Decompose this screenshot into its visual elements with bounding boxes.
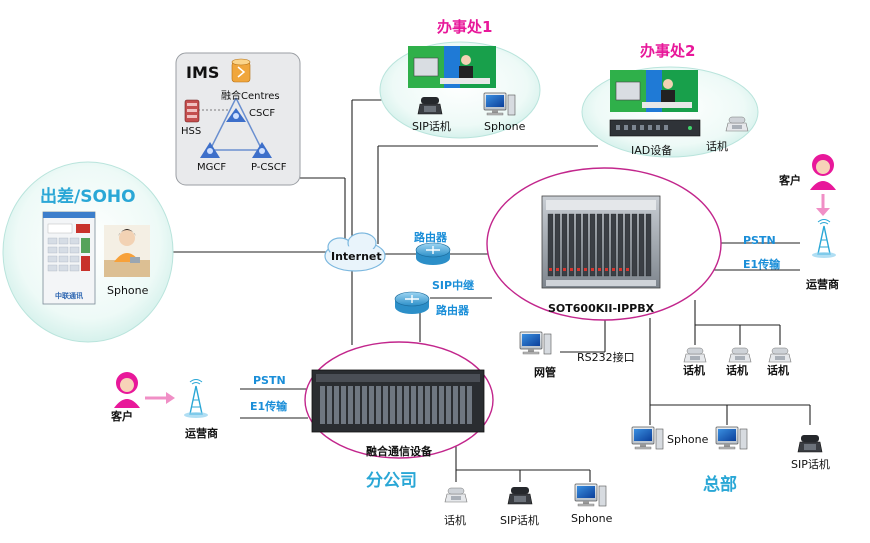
soho-app-window <box>42 211 96 305</box>
ippbx-label: SOT600KII-IPPBX <box>548 302 655 315</box>
ims-title: IMS <box>186 63 220 82</box>
hq-customer-icon <box>810 154 836 190</box>
ims-hss-label: HSS <box>181 126 202 137</box>
hq-phone-label-1: 话机 <box>683 364 705 377</box>
soho-sphone-label: Sphone <box>107 284 149 297</box>
ims-network-shapes <box>198 97 272 158</box>
soho-title: 出差/SOHO <box>40 187 136 207</box>
office1-title: 办事处1 <box>437 18 493 36</box>
ims-cscf-label: CSCF <box>249 108 276 119</box>
hq-customer-label: 客户 <box>779 174 801 187</box>
branch-customer-icon <box>114 372 140 408</box>
router1-label: 路由器 <box>414 231 447 244</box>
iad-device-icon <box>609 119 701 137</box>
hq-title: 总部 <box>703 475 737 495</box>
hq-sip-phone-label: SIP话机 <box>791 458 830 471</box>
connection-lines <box>170 99 811 482</box>
nms-label: 网管 <box>534 366 556 379</box>
ims-pcscf-label: P-CSCF <box>251 162 287 173</box>
sip-trunk-label: SIP中继 <box>432 279 475 292</box>
ims-centres-label: 融合Centres <box>221 91 280 102</box>
branch-sphone-pc-icon <box>574 483 607 507</box>
router2-label: 路由器 <box>436 304 469 317</box>
office2-workstation-photo <box>610 70 698 112</box>
centres-database-icon <box>231 58 251 83</box>
branch-title: 分公司 <box>366 471 417 491</box>
internet-label: Internet <box>331 250 382 263</box>
office1-sip-phone-icon <box>417 96 443 115</box>
office2-phone-label: 话机 <box>706 140 728 153</box>
branch-customer-label: 客户 <box>111 410 133 423</box>
hq-sip-phone-icon <box>797 434 823 453</box>
office1-workstation-photo <box>408 46 496 88</box>
branch-pstn-label: PSTN <box>253 374 286 387</box>
hq-phone-label-2: 话机 <box>726 364 748 377</box>
hq-e1-label: E1传输 <box>743 258 781 271</box>
hq-phone-label-3: 话机 <box>767 364 789 377</box>
office2-iad-label: IAD设备 <box>631 144 673 157</box>
router1-icon <box>415 242 451 265</box>
branch-carrier-label: 运营商 <box>185 427 218 440</box>
branch-device-label: 融合通信设备 <box>366 445 432 458</box>
branch-device-icon <box>311 369 485 433</box>
branch-carrier-tower-icon <box>183 378 209 419</box>
hq-sphone-label: Sphone <box>667 433 709 446</box>
nms-pc-icon <box>519 331 552 355</box>
soho-person-photo <box>104 225 150 277</box>
branch-e1-label: E1传输 <box>250 400 288 413</box>
branch-sip-phone-icon <box>507 486 533 505</box>
hq-phone-icon-2 <box>728 347 752 363</box>
ims-mgcf-label: MGCF <box>197 162 227 173</box>
router2-icon <box>394 291 430 314</box>
hq-carrier-label: 运营商 <box>806 278 839 291</box>
hq-phone-icon-1 <box>683 347 707 363</box>
soho-app-logo: 中联通讯 <box>55 292 83 300</box>
branch-phone-label: 话机 <box>444 514 466 527</box>
office1-sip-phone-label: SIP话机 <box>412 120 451 133</box>
office2-phone-icon <box>725 116 749 132</box>
hq-pstn-label: PSTN <box>743 234 776 247</box>
office2-title: 办事处2 <box>640 42 696 60</box>
hq-sphone-pc-icon-2 <box>715 426 748 450</box>
branch-sphone-label: Sphone <box>571 512 613 525</box>
branch-sip-phone-label: SIP话机 <box>500 514 539 527</box>
branch-phone-icon <box>444 487 468 503</box>
ippbx-rack-icon <box>541 195 661 289</box>
hq-phone-icon-3 <box>768 347 792 363</box>
hq-sphone-pc-icon-1 <box>631 426 664 450</box>
hq-carrier-tower-icon <box>811 218 837 259</box>
nms-rs232-label: RS232接口 <box>577 351 635 364</box>
internet-cloud <box>324 232 386 272</box>
hss-server-icon <box>184 99 200 123</box>
office1-sphone-label: Sphone <box>484 120 526 133</box>
